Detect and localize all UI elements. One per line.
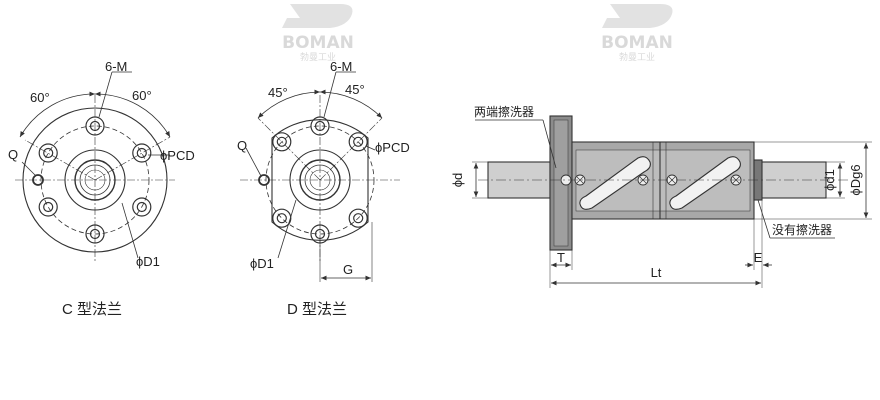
no-wiper-label: 没有擦洗器 <box>772 222 832 237</box>
watermark-sub: 勃曼工业 <box>619 51 655 63</box>
flange-d-g-label: G <box>343 262 353 277</box>
flange-c-angle-left: 60° <box>30 90 50 105</box>
return-tube-2 <box>669 156 741 210</box>
flange-c-q-label: Q <box>8 147 18 162</box>
flange-d-q-label: Q <box>237 138 247 153</box>
flange-c-holes-label: 6-M <box>105 59 127 74</box>
flange-d-outer <box>271 119 369 241</box>
watermark-brand: BOMAN <box>601 33 673 53</box>
flange-d-angle-left: 45° <box>268 85 288 100</box>
flange-d-angle-right: 45° <box>345 82 365 97</box>
dg6-label: ϕDg6 <box>848 164 863 195</box>
watermark-logo-icon <box>282 4 353 28</box>
e-label: E <box>754 250 763 265</box>
flange-d-caption: D 型法兰 <box>287 301 348 318</box>
flange-c-angle-right: 60° <box>132 88 152 103</box>
watermark-left: BOMAN 勃曼工业 <box>282 4 354 63</box>
flange-d-pcd-label: ϕPCD <box>375 140 410 155</box>
side-view-drawing <box>472 115 872 288</box>
flange-c-drawing <box>15 71 175 262</box>
flange-c-pcd-label: ϕPCD <box>160 148 195 163</box>
watermark-brand: BOMAN <box>282 33 354 53</box>
return-tube-1 <box>579 156 651 210</box>
d1-label: ϕd1 <box>822 169 837 191</box>
flange-d-holes-label: 6-M <box>330 59 352 74</box>
flange-d-d1-label: ϕD1 <box>250 256 274 271</box>
flange-d-drawing <box>240 71 400 282</box>
flange-c-d1-label: ϕD1 <box>136 254 160 269</box>
t-label: T <box>557 250 565 265</box>
watermark-logo-icon <box>602 4 673 28</box>
flange-c-caption: C 型法兰 <box>62 301 123 318</box>
shaft-diameter-label: ϕd <box>450 173 465 188</box>
watermark-right: BOMAN 勃曼工业 <box>601 4 673 63</box>
lt-label: Lt <box>651 265 662 280</box>
watermark-sub: 勃曼工业 <box>300 51 336 63</box>
wiper-both-ends-label: 两端擦洗器 <box>474 105 534 119</box>
